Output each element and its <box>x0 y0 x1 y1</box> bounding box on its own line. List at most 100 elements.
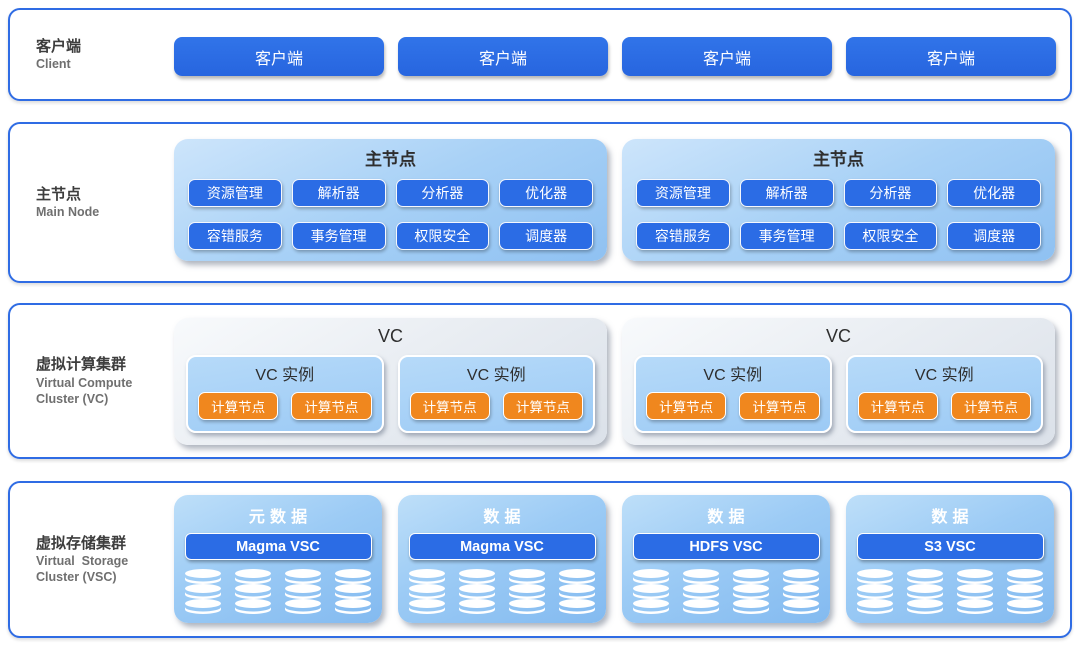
compute-node-row: 计算节点 计算节点 <box>848 385 1042 420</box>
module-resource-management: 资源管理 <box>636 179 730 207</box>
vc-panel-header: VC <box>377 326 403 346</box>
vc-panel-header: VC <box>825 326 851 346</box>
vc-instance-row: VC 实例 计算节点 计算节点 VC 实例 计算节点 计算节点 <box>622 347 1055 433</box>
storage-cluster-section: 虚拟存储集群 Virtual Storage Cluster (VSC) 元数据… <box>8 481 1072 638</box>
compute-label-en-line1: Virtual Compute <box>36 375 133 390</box>
storage-label-en-line1: Virtual Storage <box>36 554 129 568</box>
compute-node: 计算节点 <box>409 392 490 420</box>
database-cylinder-icon <box>559 569 595 614</box>
database-cylinder-icon <box>285 569 321 614</box>
vsc-node-magma: Magma VSC <box>184 533 372 560</box>
client-node: 客户端 <box>174 37 384 76</box>
client-section-label: 客户端 Client <box>36 37 81 73</box>
database-cylinder-icon <box>185 569 221 614</box>
module-transaction-management: 事务管理 <box>291 222 386 250</box>
module-transaction-management: 事务管理 <box>739 222 834 250</box>
storage-label-en-line2: Cluster (VSC) <box>36 570 117 585</box>
storage-label-zh: 虚拟存储集群 <box>36 534 127 552</box>
database-cylinder-icon <box>1007 569 1043 614</box>
compute-cluster-section: 虚拟计算集群 Virtual Compute Cluster (VC) VC V… <box>8 303 1072 459</box>
cylinder-row <box>622 569 830 615</box>
database-cylinder-icon <box>633 569 669 614</box>
vc-instance-header: VC 实例 <box>255 367 315 384</box>
database-cylinder-icon <box>907 569 943 614</box>
client-label-zh: 客户端 <box>36 37 82 55</box>
compute-node: 计算节点 <box>502 392 583 420</box>
compute-node-row: 计算节点 计算节点 <box>636 385 830 420</box>
module-analyzer: 分析器 <box>395 179 490 207</box>
client-section: 客户端 Client 客户端 客户端 客户端 客户端 <box>8 8 1072 101</box>
module-optimizer: 优化器 <box>499 179 593 207</box>
client-node: 客户端 <box>398 37 608 76</box>
vc-panel: VC VC 实例 计算节点 计算节点 VC 实例 计算节点 计算节点 <box>174 318 607 445</box>
storage-panel-header: 数据 <box>707 509 750 526</box>
compute-label-zh: 虚拟计算集群 <box>36 356 127 373</box>
client-label-en: Client <box>36 57 71 72</box>
vc-instance-panel: VC 实例 计算节点 计算节点 <box>397 355 595 433</box>
vc-instance-panel: VC 实例 计算节点 计算节点 <box>845 355 1043 433</box>
vc-instance-header: VC 实例 <box>914 367 974 384</box>
main-node-label-zh: 主节点 <box>36 185 82 203</box>
database-cylinder-icon <box>509 569 545 614</box>
module-fault-tolerance: 容错服务 <box>636 222 730 250</box>
database-cylinder-icon <box>783 569 819 614</box>
vsc-node-hdfs: HDFS VSC <box>632 533 820 560</box>
database-cylinder-icon <box>335 569 371 614</box>
storage-panel-metadata: 元数据 Magma VSC <box>174 495 382 623</box>
module-analyzer: 分析器 <box>843 179 938 207</box>
compute-section-label: 虚拟计算集群 Virtual Compute Cluster (VC) <box>36 355 132 407</box>
module-optimizer: 优化器 <box>947 179 1041 207</box>
module-permission-security: 权限安全 <box>395 222 490 250</box>
main-node-section: 主节点 Main Node 主节点 资源管理 解析器 分析器 优化器 容错服务 … <box>8 122 1072 283</box>
module-resource-management: 资源管理 <box>188 179 282 207</box>
compute-node-row: 计算节点 计算节点 <box>400 385 594 420</box>
main-node-panel: 主节点 资源管理 解析器 分析器 优化器 容错服务 事务管理 权限安全 调度器 <box>174 139 607 261</box>
compute-node: 计算节点 <box>291 392 372 420</box>
vsc-node-s3: S3 VSC <box>856 533 1044 560</box>
storage-panel-header: 数据 <box>931 509 974 526</box>
vsc-node-magma: Magma VSC <box>408 533 596 560</box>
module-grid: 资源管理 解析器 分析器 优化器 容错服务 事务管理 权限安全 调度器 <box>174 170 607 250</box>
main-node-section-label: 主节点 Main Node <box>36 185 99 221</box>
module-scheduler: 调度器 <box>499 222 593 250</box>
main-node-label-en: Main Node <box>36 205 100 220</box>
database-cylinder-icon <box>857 569 893 614</box>
storage-panel-header: 数据 <box>483 509 526 526</box>
module-fault-tolerance: 容错服务 <box>188 222 282 250</box>
storage-panel-data: 数据 HDFS VSC <box>622 495 830 623</box>
cylinder-row <box>398 569 606 615</box>
storage-panel-data: 数据 Magma VSC <box>398 495 606 623</box>
database-cylinder-icon <box>733 569 769 614</box>
cylinder-row <box>174 569 382 615</box>
client-node: 客户端 <box>846 37 1056 76</box>
database-cylinder-icon <box>459 569 495 614</box>
database-cylinder-icon <box>235 569 271 614</box>
module-scheduler: 调度器 <box>947 222 1041 250</box>
vc-instance-header: VC 实例 <box>703 367 763 384</box>
main-node-panel-header: 主节点 <box>365 150 416 169</box>
compute-node: 计算节点 <box>857 392 938 420</box>
storage-section-label: 虚拟存储集群 Virtual Storage Cluster (VSC) <box>36 534 128 586</box>
compute-node: 计算节点 <box>646 392 727 420</box>
vc-instance-row: VC 实例 计算节点 计算节点 VC 实例 计算节点 计算节点 <box>174 347 607 433</box>
compute-node: 计算节点 <box>198 392 279 420</box>
database-cylinder-icon <box>683 569 719 614</box>
module-grid: 资源管理 解析器 分析器 优化器 容错服务 事务管理 权限安全 调度器 <box>622 170 1055 250</box>
vc-panel: VC VC 实例 计算节点 计算节点 VC 实例 计算节点 计算节点 <box>622 318 1055 445</box>
main-node-panel-header: 主节点 <box>813 150 864 169</box>
compute-node: 计算节点 <box>739 392 820 420</box>
database-cylinder-icon <box>409 569 445 614</box>
database-cylinder-icon <box>957 569 993 614</box>
compute-node: 计算节点 <box>950 392 1031 420</box>
compute-node-row: 计算节点 计算节点 <box>188 385 382 420</box>
cylinder-row <box>846 569 1054 615</box>
client-node: 客户端 <box>622 37 832 76</box>
storage-panel-header: 元数据 <box>248 509 313 526</box>
main-node-panel: 主节点 资源管理 解析器 分析器 优化器 容错服务 事务管理 权限安全 调度器 <box>622 139 1055 261</box>
compute-label-en-line2: Cluster (VC) <box>36 391 109 406</box>
storage-panel-data: 数据 S3 VSC <box>846 495 1054 623</box>
vc-instance-header: VC 实例 <box>466 367 526 384</box>
module-permission-security: 权限安全 <box>843 222 938 250</box>
vc-instance-panel: VC 实例 计算节点 计算节点 <box>186 355 384 433</box>
module-parser: 解析器 <box>291 179 386 207</box>
